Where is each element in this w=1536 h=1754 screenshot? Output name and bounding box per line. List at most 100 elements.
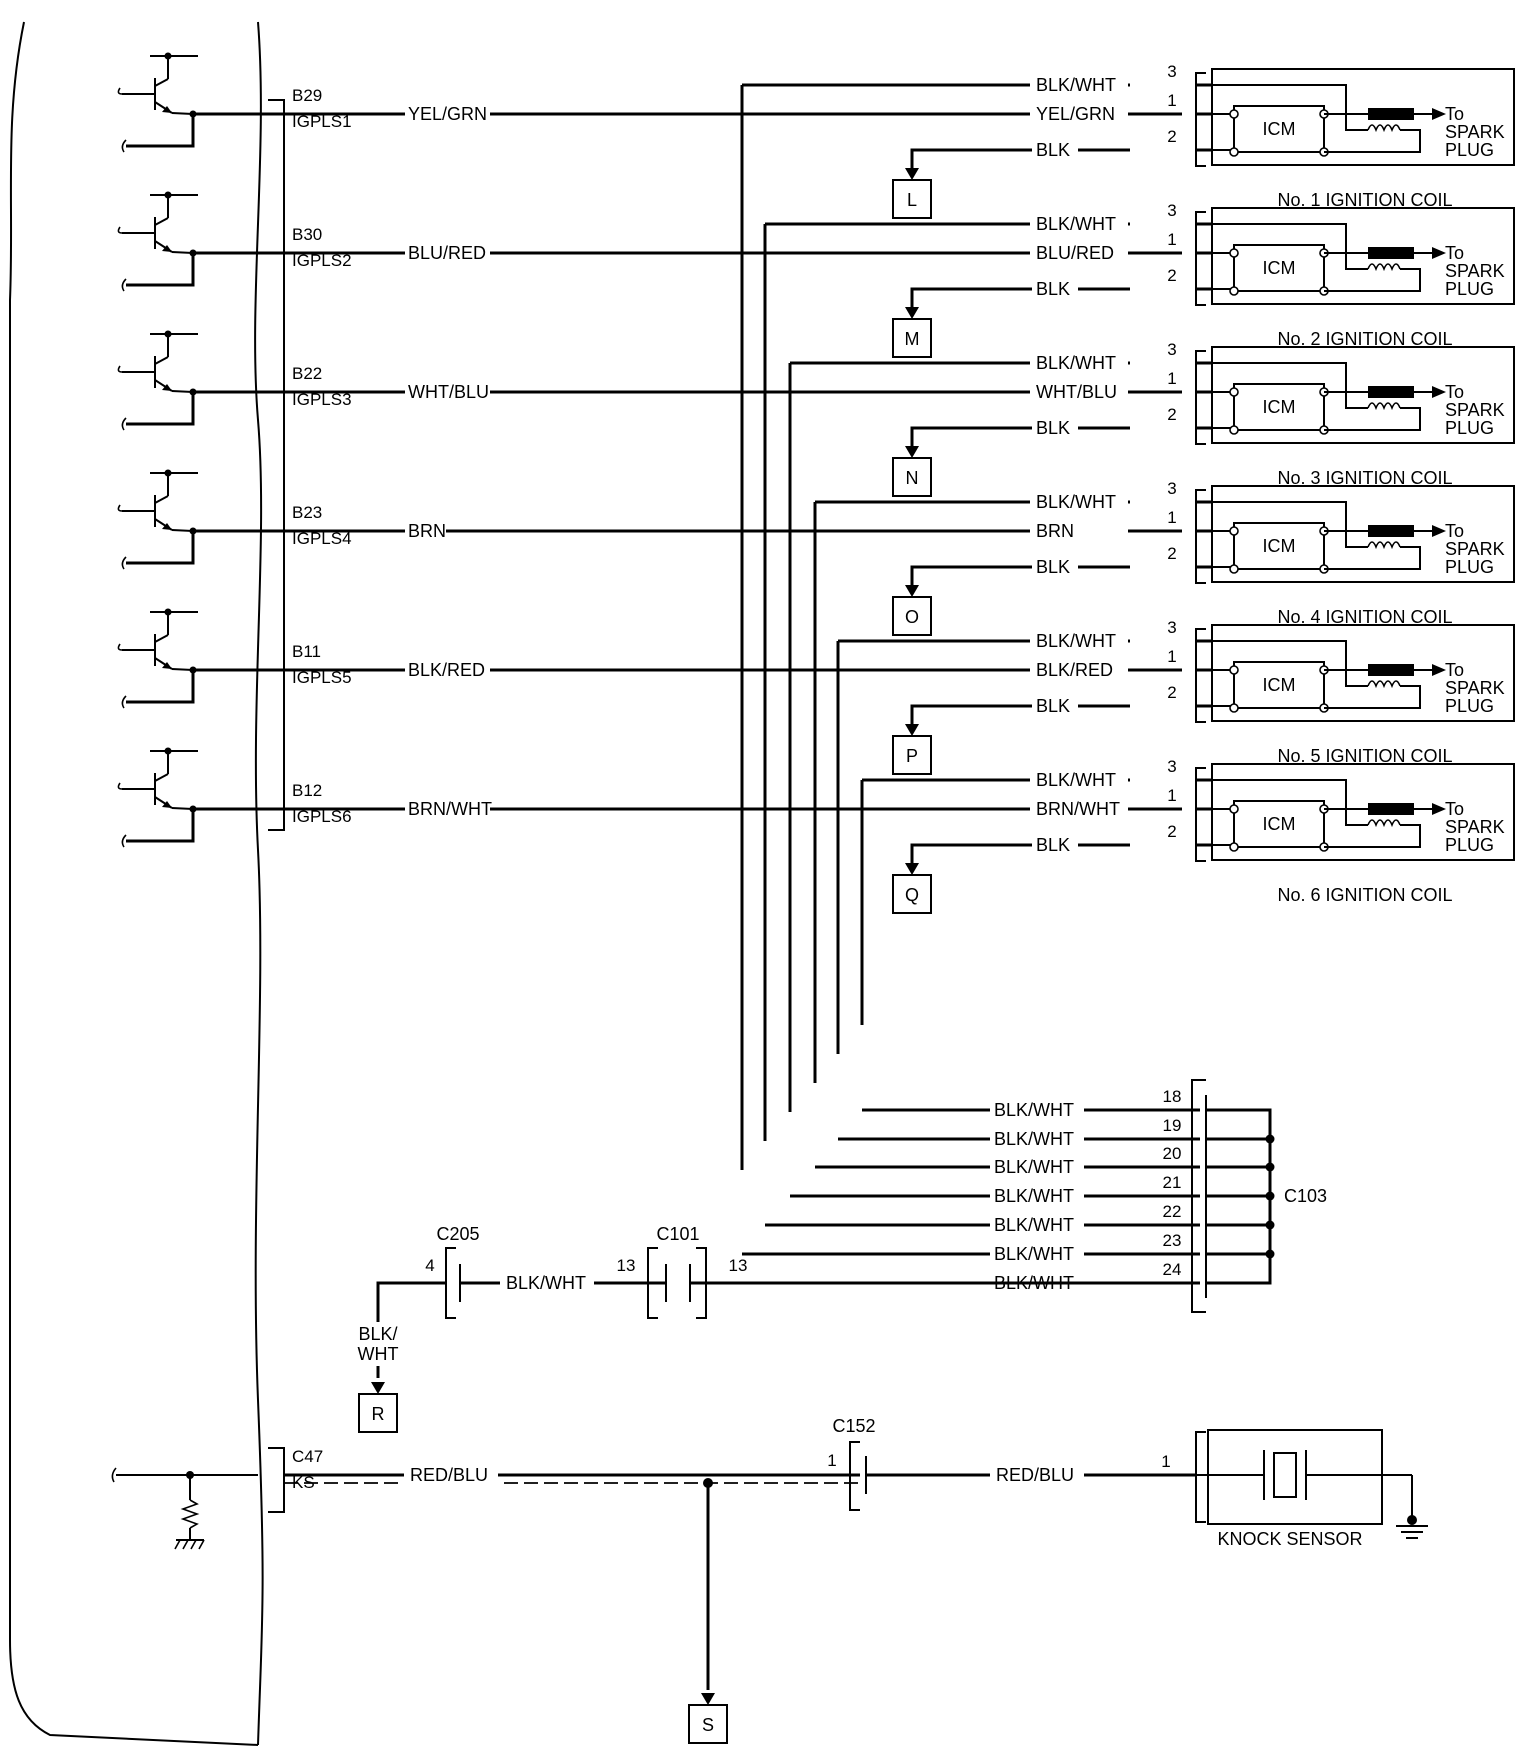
driver-base-break bbox=[117, 226, 123, 234]
driver-ground-break bbox=[121, 834, 127, 848]
knock-sensor-bracket bbox=[1195, 1431, 1206, 1523]
spark-plug-label-spark: SPARK bbox=[1445, 678, 1505, 698]
coil-ground-wire-label: BLK bbox=[1036, 279, 1070, 299]
coil-internal-power bbox=[1212, 779, 1347, 809]
driver-c-leg bbox=[154, 78, 169, 87]
c103-wire-label: BLK/WHT bbox=[994, 1129, 1074, 1149]
coil-pin-2: 2 bbox=[1167, 405, 1176, 424]
coil-power-wire-label: BLK/WHT bbox=[1036, 631, 1116, 651]
ecm-signal-IGPLS4: IGPLS4 bbox=[292, 529, 352, 548]
spark-plug-label-plug: PLUG bbox=[1445, 418, 1494, 438]
driver-emitter-arrow bbox=[162, 106, 172, 113]
coil-ground-wire-label: BLK bbox=[1036, 835, 1070, 855]
c103-pin-number: 21 bbox=[1163, 1173, 1182, 1192]
coil-pin-1: 1 bbox=[1167, 369, 1176, 388]
ecm-signal-IGPLS6: IGPLS6 bbox=[292, 807, 352, 826]
label-mask bbox=[1030, 73, 1128, 95]
ref-S-label: S bbox=[702, 1715, 714, 1735]
coil-signal-wire-label: YEL/GRN bbox=[1036, 104, 1115, 124]
icm-terminal bbox=[1229, 526, 1239, 536]
wire-color-2: BLU/RED bbox=[408, 243, 486, 263]
coil-signal-wire-label: BLK/RED bbox=[1036, 660, 1113, 680]
coil-housing bbox=[1211, 763, 1515, 861]
coil-power-wire-label: BLK/WHT bbox=[1036, 214, 1116, 234]
icm-terminal bbox=[1229, 842, 1239, 852]
icm-label: ICM bbox=[1263, 258, 1296, 278]
label-mask bbox=[405, 380, 490, 402]
spark-plug-label-spark: SPARK bbox=[1445, 122, 1505, 142]
ref-s-arrow bbox=[701, 1693, 715, 1705]
ks-resistor bbox=[180, 1499, 200, 1529]
secondary-winding bbox=[1368, 108, 1414, 120]
label-mask bbox=[405, 102, 490, 124]
coil-pin-1: 1 bbox=[1167, 647, 1176, 666]
driver-ground-break bbox=[121, 139, 127, 153]
wire bbox=[1345, 531, 1368, 548]
driver-emitter-out bbox=[171, 807, 194, 810]
coil-pin-1: 1 bbox=[1167, 508, 1176, 527]
spark-arrow bbox=[1432, 108, 1446, 120]
icm-label: ICM bbox=[1263, 119, 1296, 139]
c103-junction bbox=[1265, 1249, 1275, 1259]
coil-pin-2: 2 bbox=[1167, 544, 1176, 563]
coil-ground-arrow bbox=[905, 863, 919, 875]
ecm-signal-IGPLS2: IGPLS2 bbox=[292, 251, 352, 270]
ks-wire-label-right: RED/BLU bbox=[996, 1465, 1074, 1485]
coil-pin-3: 3 bbox=[1167, 340, 1176, 359]
secondary-winding bbox=[1368, 664, 1414, 676]
driver-base-break bbox=[117, 365, 123, 373]
icm-module bbox=[1233, 244, 1325, 292]
driver-base-break bbox=[117, 504, 123, 512]
ks-connector-bracket bbox=[268, 1447, 285, 1513]
label-mask bbox=[1030, 768, 1128, 790]
c103-pin-number: 24 bbox=[1163, 1260, 1182, 1279]
coil-pin-2: 2 bbox=[1167, 266, 1176, 285]
label-mask bbox=[1032, 277, 1078, 299]
wire bbox=[1324, 407, 1421, 431]
driver-base-break bbox=[117, 643, 123, 651]
coil-signal-wire-label: BRN/WHT bbox=[1036, 799, 1120, 819]
coil-internal-power bbox=[1212, 84, 1347, 114]
label-mask bbox=[1032, 694, 1078, 716]
ref-S-box bbox=[688, 1704, 728, 1744]
coil-signal-wire-label: BRN bbox=[1036, 521, 1074, 541]
ground-ref-P-box bbox=[892, 735, 932, 775]
primary-winding bbox=[1367, 263, 1401, 272]
driver-emitter-arrow bbox=[162, 662, 172, 669]
coil-pin-2: 2 bbox=[1167, 683, 1176, 702]
coil-title: No. 5 IGNITION COIL bbox=[1277, 746, 1452, 766]
wire bbox=[1345, 809, 1368, 826]
ref-R-label: R bbox=[372, 1404, 385, 1424]
driver-c-leg bbox=[154, 217, 169, 226]
coil-connector-bracket bbox=[1195, 350, 1206, 445]
label-mask bbox=[990, 1463, 1084, 1485]
c103-bracket bbox=[1191, 1079, 1206, 1313]
coil-ground-wire bbox=[910, 148, 1130, 164]
spark-plug-label-to: To bbox=[1445, 243, 1464, 263]
c103-wire-label: BLK/WHT bbox=[994, 1244, 1074, 1264]
coil-title: No. 3 IGNITION COIL bbox=[1277, 468, 1452, 488]
coil-power-wire-label: BLK/WHT bbox=[1036, 492, 1116, 512]
spark-plug-label-to: To bbox=[1445, 104, 1464, 124]
wire bbox=[1324, 268, 1421, 292]
ground-ref-M-label: M bbox=[905, 329, 920, 349]
label-mask bbox=[405, 241, 490, 263]
spark-plug-label-plug: PLUG bbox=[1445, 140, 1494, 160]
driver-emitter-out bbox=[171, 390, 194, 393]
spark-plug-label-plug: PLUG bbox=[1445, 696, 1494, 716]
ecm-signal-IGPLS5: IGPLS5 bbox=[292, 668, 352, 687]
c152-bracket bbox=[849, 1441, 860, 1511]
c103-wire-label: BLK/WHT bbox=[994, 1157, 1074, 1177]
spark-plug-label-spark: SPARK bbox=[1445, 261, 1505, 281]
coil-ground-wire bbox=[910, 704, 1130, 720]
driver-c-leg bbox=[154, 356, 169, 365]
wire bbox=[1345, 253, 1368, 270]
coil-pin-3: 3 bbox=[1167, 62, 1176, 81]
